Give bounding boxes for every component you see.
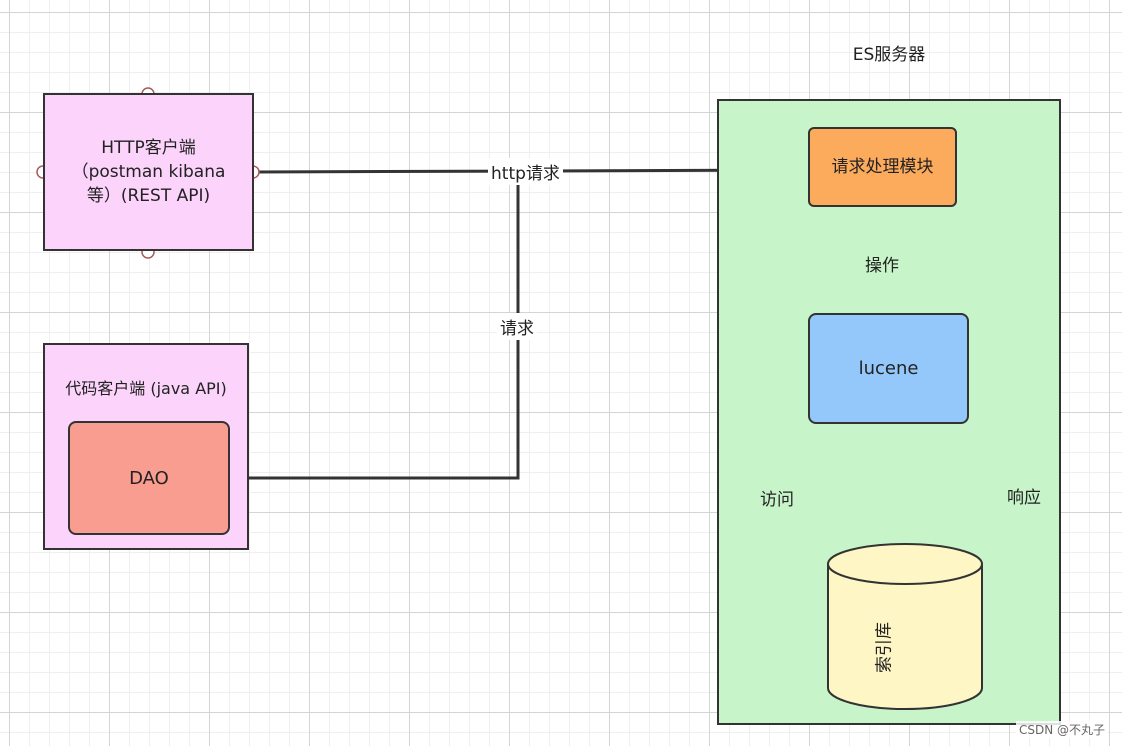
http-client-node[interactable]: HTTP客户端（postman kibana等）(REST API) bbox=[43, 93, 254, 251]
dao-node[interactable]: DAO bbox=[68, 421, 230, 535]
edge-label-request: 请求 bbox=[497, 313, 537, 340]
index-store-node[interactable] bbox=[826, 542, 984, 712]
lucene-node[interactable]: lucene bbox=[808, 313, 969, 424]
lucene-label: lucene bbox=[858, 358, 919, 379]
http-client-label: HTTP客户端（postman kibana等）(REST API) bbox=[71, 138, 226, 206]
edge-label-operate: 操作 bbox=[862, 250, 902, 277]
request-handler-node[interactable]: 请求处理模块 bbox=[808, 127, 957, 207]
edge-label-http-request: http请求 bbox=[488, 158, 563, 185]
watermark: CSDN @不丸子 bbox=[1015, 721, 1108, 738]
index-store-label: 索引库 bbox=[874, 622, 895, 673]
edge-label-response: 响应 bbox=[1004, 482, 1044, 509]
es-server-title: ES服务器 bbox=[852, 45, 926, 65]
request-handler-label: 请求处理模块 bbox=[831, 157, 934, 177]
dao-label: DAO bbox=[129, 467, 169, 489]
code-client-label: 代码客户端 (java API) bbox=[65, 379, 227, 398]
edge-request-line bbox=[230, 170, 527, 480]
edge-label-access: 访问 bbox=[757, 484, 797, 511]
